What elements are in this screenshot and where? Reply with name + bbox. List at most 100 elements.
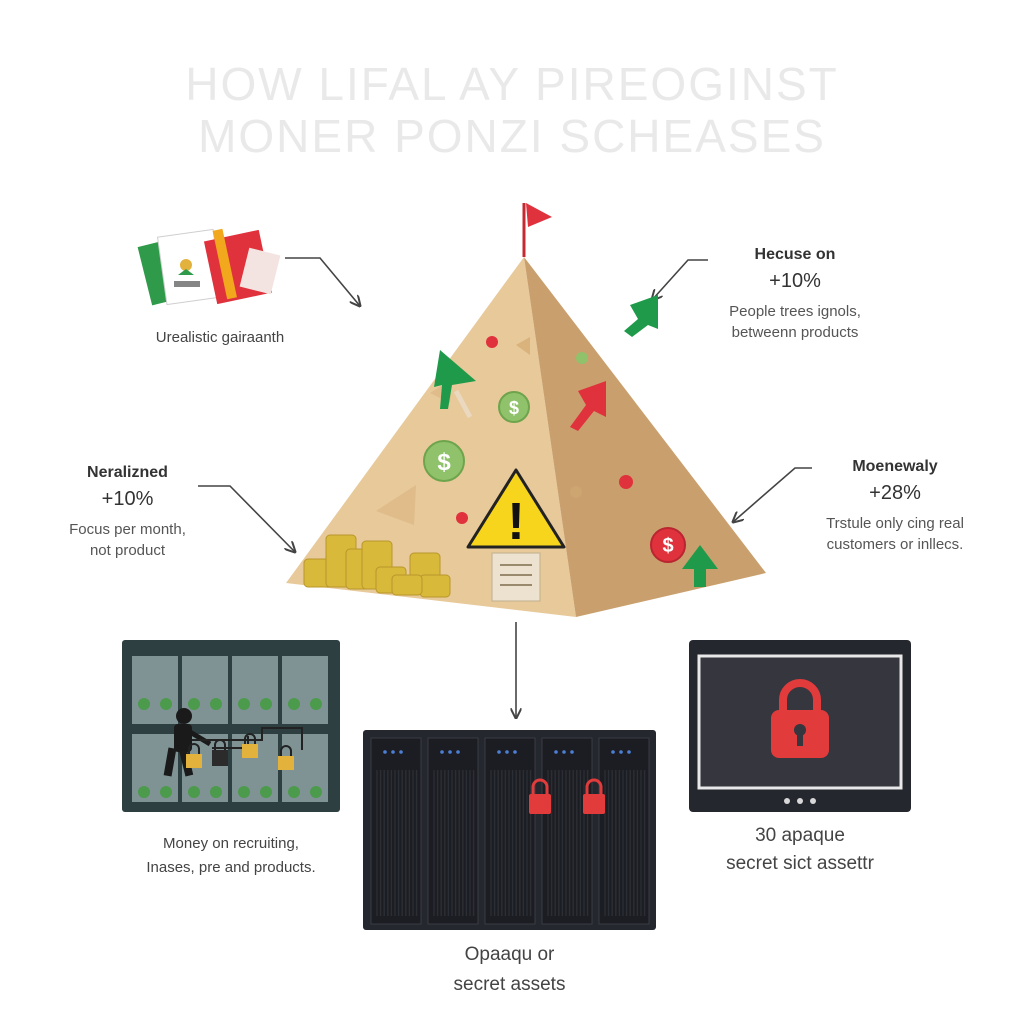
callout-mid-left: Neralizned +10% Focus per month, not pro… — [40, 464, 215, 561]
coin-icon — [210, 786, 222, 798]
svg-text:$: $ — [437, 449, 451, 476]
coin-icon — [188, 786, 200, 798]
arrow-up-icon — [682, 545, 718, 587]
callout-top-right-title: Hecuse on — [754, 246, 836, 263]
coin-icon — [288, 698, 300, 710]
locked-screen-panel — [689, 640, 911, 812]
server-panel — [363, 730, 656, 930]
padlock-icon — [212, 739, 228, 766]
callout-mid-left-value: +10% — [101, 488, 154, 510]
arrow-up-icon — [434, 350, 476, 419]
server-led — [497, 750, 501, 754]
panel-center-caption: Opaaqu or secret assets — [363, 940, 656, 1000]
coin-icon: $ — [498, 391, 530, 423]
padlock-icon — [529, 778, 551, 814]
callout-top-right-desc-2: betweenn products — [731, 324, 859, 341]
server-led — [391, 750, 395, 754]
callout-top-right-desc-1: People trees ignols, — [729, 303, 861, 320]
padlock-icon — [186, 743, 202, 768]
coin-icon — [210, 698, 222, 710]
panel-right-caption-1: 30 apaque — [755, 825, 845, 846]
panel-left-caption-1: Money on recruiting, — [163, 835, 299, 852]
server-led — [611, 750, 615, 754]
coin-icon — [238, 786, 250, 798]
coin-icon — [188, 698, 200, 710]
coin-icon — [160, 786, 172, 798]
arrow-mid-right — [733, 467, 812, 522]
callout-mid-right-value: +28% — [869, 482, 921, 504]
arrow-top-left — [285, 257, 360, 306]
server-led — [440, 750, 444, 754]
callout-mid-right-title: Moenewaly — [852, 458, 938, 475]
padlock-icon — [242, 733, 258, 758]
panel-center-caption-2: secret assets — [453, 974, 566, 995]
coin-icon — [138, 786, 150, 798]
documents-icon — [137, 228, 281, 306]
coin-icon — [310, 786, 322, 798]
callout-mid-left-desc: Focus per month, not product — [40, 519, 215, 561]
coin-icon — [160, 698, 172, 710]
server-led — [383, 750, 387, 754]
coin-icon — [260, 698, 272, 710]
callout-mid-left-desc-2: not product — [89, 542, 166, 559]
coin-icon — [310, 698, 322, 710]
callout-top-right-desc: People trees ignols, betweenn products — [690, 301, 900, 343]
coin-icon — [138, 698, 150, 710]
arrow-mid-left — [198, 485, 295, 552]
grid-cell — [232, 656, 278, 724]
title-line-2: MONER PONZI SCHEASES — [198, 110, 826, 162]
pyramid-illustration: $ $ $ ! — [286, 203, 766, 617]
callout-mid-right-desc-1: Trstule only cing real — [826, 515, 964, 532]
grid-cell — [282, 656, 328, 724]
callout-top-left-desc: Urealistic gairaanth — [155, 329, 285, 346]
callout-mid-right-desc: Trstule only cing real customers or inll… — [800, 513, 990, 555]
recruiting-panel — [122, 640, 340, 812]
svg-text:$: $ — [509, 398, 519, 418]
padlock-icon — [278, 745, 294, 770]
callout-top-left: Urealistic gairaanth — [140, 326, 300, 350]
callout-mid-right-desc-2: customers or inllecs. — [826, 536, 964, 553]
server-led — [456, 750, 460, 754]
coin-icon: $ — [423, 440, 465, 482]
server-led — [562, 750, 566, 754]
server-led — [448, 750, 452, 754]
coin-stacks — [303, 534, 451, 598]
flag-icon — [522, 203, 552, 257]
coin-icon — [260, 786, 272, 798]
server-led — [627, 750, 631, 754]
arrow-top-right — [652, 259, 708, 300]
arrow-up-icon — [624, 295, 658, 337]
server-led — [399, 750, 403, 754]
callout-mid-left-desc-1: Focus per month, — [69, 521, 186, 538]
document-icon — [491, 552, 541, 602]
coin-icon — [288, 786, 300, 798]
title-line-1: HOW LIFAL AY PIREOGINST — [185, 58, 839, 110]
grid-cell — [132, 656, 178, 724]
callout-mid-left-title: Neralizned — [87, 464, 168, 481]
warning-icon: ! — [466, 468, 566, 551]
arrow-up-icon — [570, 381, 606, 431]
panel-right-caption-2: secret sict assettr — [726, 853, 874, 874]
server-led — [619, 750, 623, 754]
callout-top-right-value: +10% — [769, 270, 821, 292]
callout-top-right: Hecuse on +10% People trees ignols, betw… — [690, 246, 900, 343]
panel-left-caption-2: Inases, pre and products. — [146, 859, 316, 876]
svg-text:!: ! — [507, 493, 524, 551]
page-title: HOW LIFAL AY PIREOGINST MONER PONZI SCHE… — [0, 58, 1024, 162]
server-led — [505, 750, 509, 754]
coin-icon — [238, 698, 250, 710]
padlock-icon — [771, 679, 829, 758]
padlock-icon — [583, 778, 605, 814]
panel-left-caption: Money on recruiting, Inases, pre and pro… — [122, 832, 340, 880]
person-icon — [163, 708, 212, 777]
svg-text:$: $ — [662, 535, 673, 557]
server-led — [513, 750, 517, 754]
pyramid-right-face — [524, 257, 766, 617]
panel-center-caption-1: Opaaqu or — [464, 944, 555, 965]
server-led — [554, 750, 558, 754]
coin-icon: $ — [650, 527, 686, 563]
server-led — [570, 750, 574, 754]
callout-mid-right: Moenewaly +28% Trstule only cing real cu… — [800, 458, 990, 555]
panel-right-caption: 30 apaque secret sict assettr — [689, 822, 911, 878]
